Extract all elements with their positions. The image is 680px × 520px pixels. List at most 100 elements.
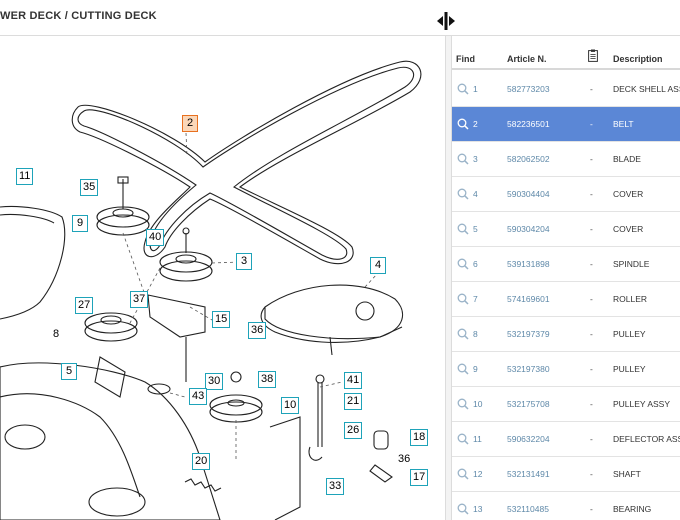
find-number[interactable]: 8 xyxy=(473,329,478,339)
magnifier-icon[interactable] xyxy=(457,188,469,200)
find-number[interactable]: 2 xyxy=(473,119,478,129)
description-cell: PULLEY ASSY xyxy=(613,399,671,409)
find-number[interactable]: 1 xyxy=(473,84,478,94)
table-row[interactable]: 5 590304204 - COVER xyxy=(452,212,680,247)
breadcrumb: WER DECK / CUTTING DECK xyxy=(0,10,157,22)
find-number[interactable]: 4 xyxy=(473,189,478,199)
split-panel-icon[interactable] xyxy=(434,12,458,30)
deck-shell-drawing xyxy=(0,362,221,520)
article-number[interactable]: 539131898 xyxy=(507,259,550,269)
magnifier-icon[interactable] xyxy=(457,118,469,130)
magnifier-icon[interactable] xyxy=(457,223,469,235)
clipboard-icon xyxy=(588,49,598,62)
attachment-cell: - xyxy=(590,434,593,444)
description-cell: SPINDLE xyxy=(613,259,650,269)
article-number[interactable]: 590304404 xyxy=(507,189,550,199)
description-cell: BEARING xyxy=(613,504,652,514)
article-number[interactable]: 582236501 xyxy=(507,119,550,129)
table-row[interactable]: 11 590632204 - DEFLECTOR ASS xyxy=(452,422,680,457)
magnifier-icon[interactable] xyxy=(457,363,469,375)
callout-15[interactable]: 15 xyxy=(212,311,231,328)
callout-2[interactable]: 2 xyxy=(182,115,198,132)
find-number[interactable]: 5 xyxy=(473,224,478,234)
callout-10[interactable]: 10 xyxy=(281,397,300,414)
label-8[interactable]: 8 xyxy=(53,328,60,340)
attachment-cell: - xyxy=(590,84,593,94)
find-number[interactable]: 7 xyxy=(473,294,478,304)
callout-21[interactable]: 21 xyxy=(344,393,363,410)
magnifier-icon[interactable] xyxy=(457,293,469,305)
callout-40[interactable]: 40 xyxy=(146,229,165,246)
article-number[interactable]: 532110485 xyxy=(507,504,549,514)
find-number[interactable]: 10 xyxy=(473,399,483,409)
callout-20[interactable]: 20 xyxy=(192,453,211,470)
article-number[interactable]: 582062502 xyxy=(507,154,550,164)
attachment-cell: - xyxy=(590,189,593,199)
callout-38[interactable]: 38 xyxy=(258,371,277,388)
callout-9[interactable]: 9 xyxy=(72,215,88,232)
magnifier-icon[interactable] xyxy=(457,433,469,445)
magnifier-icon[interactable] xyxy=(457,258,469,270)
find-number[interactable]: 11 xyxy=(473,434,482,444)
article-number[interactable]: 532197379 xyxy=(507,329,550,339)
attachment-cell: - xyxy=(590,294,593,304)
article-number[interactable]: 532131491 xyxy=(507,469,550,479)
description-cell: BELT xyxy=(613,119,634,129)
description-cell: DEFLECTOR ASS xyxy=(613,434,680,444)
article-number[interactable]: 590632204 xyxy=(507,434,550,444)
description-cell: COVER xyxy=(613,224,644,234)
callout-11[interactable]: 11 xyxy=(16,168,34,185)
callout-41[interactable]: 41 xyxy=(344,372,363,389)
parts-diagram[interactable]: 2 11 35 9 40 3 4 27 37 15 36 5 30 38 43 … xyxy=(0,37,445,520)
callout-37[interactable]: 37 xyxy=(130,291,149,308)
magnifier-icon[interactable] xyxy=(457,503,469,515)
callout-35[interactable]: 35 xyxy=(80,179,99,196)
article-number[interactable]: 532197380 xyxy=(507,364,550,374)
magnifier-icon[interactable] xyxy=(457,328,469,340)
callout-30[interactable]: 30 xyxy=(205,373,224,390)
header-find[interactable]: Find xyxy=(456,54,475,64)
deflector-drawing xyxy=(0,205,66,320)
panel-divider[interactable] xyxy=(445,36,452,520)
top-bar: WER DECK / CUTTING DECK xyxy=(0,0,680,36)
attachment-cell: - xyxy=(590,224,593,234)
callout-18[interactable]: 18 xyxy=(410,429,429,446)
article-number[interactable]: 532175708 xyxy=(507,399,550,409)
header-description[interactable]: Description xyxy=(613,54,663,64)
find-number[interactable]: 3 xyxy=(473,154,478,164)
callout-43[interactable]: 43 xyxy=(189,388,208,405)
description-cell: PULLEY xyxy=(613,329,646,339)
magnifier-icon[interactable] xyxy=(457,83,469,95)
find-number[interactable]: 6 xyxy=(473,259,478,269)
callout-4[interactable]: 4 xyxy=(370,257,386,274)
article-number[interactable]: 582773203 xyxy=(507,84,550,94)
callout-36[interactable]: 36 xyxy=(248,322,267,339)
article-number[interactable]: 574169601 xyxy=(507,294,550,304)
find-number[interactable]: 9 xyxy=(473,364,478,374)
article-number[interactable]: 590304204 xyxy=(507,224,550,234)
callout-26[interactable]: 26 xyxy=(344,422,363,439)
callout-3[interactable]: 3 xyxy=(236,253,252,270)
callout-33[interactable]: 33 xyxy=(326,478,345,495)
callout-17[interactable]: 17 xyxy=(410,469,429,486)
find-number[interactable]: 13 xyxy=(473,504,483,514)
find-number[interactable]: 12 xyxy=(473,469,483,479)
magnifier-icon[interactable] xyxy=(457,153,469,165)
callout-27[interactable]: 27 xyxy=(75,297,94,314)
label-36[interactable]: 36 xyxy=(398,453,411,465)
magnifier-icon[interactable] xyxy=(457,468,469,480)
callout-5[interactable]: 5 xyxy=(61,363,77,380)
header-article[interactable]: Article N. xyxy=(507,54,547,64)
magnifier-icon[interactable] xyxy=(457,398,469,410)
